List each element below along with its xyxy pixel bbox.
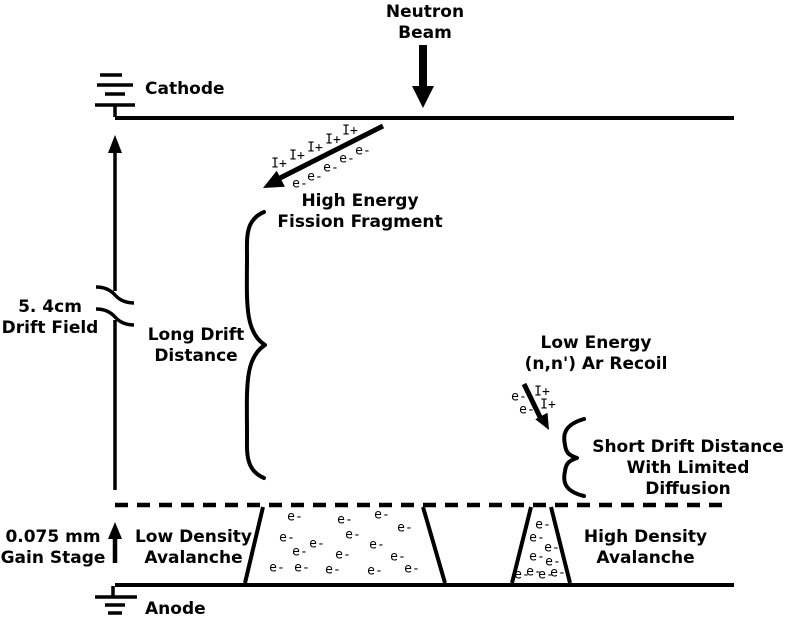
electron-label: e-: [345, 527, 361, 543]
electron-label: e-: [404, 561, 420, 577]
electron-label: e-: [529, 549, 545, 565]
electron-label: e-: [535, 517, 551, 533]
ion-label: I+: [271, 156, 287, 172]
drift-field-arrow: [95, 135, 135, 490]
electron-label: e-: [335, 547, 351, 563]
electron-label: e-: [307, 169, 323, 185]
electron-label: e-: [294, 560, 310, 576]
high-energy-fragment-label: High Energy Fission Fragment: [277, 191, 443, 232]
low-density-avalanche-cone: [243, 506, 447, 584]
electron-label: e-: [544, 540, 560, 556]
electron-label: e-: [292, 544, 308, 560]
electron-label: e-: [511, 389, 527, 405]
electron-label: e-: [269, 560, 285, 576]
ion-label: I+: [342, 123, 358, 139]
electron-label: e-: [526, 564, 542, 580]
electron-label: e-: [538, 567, 554, 583]
electron-label: e-: [369, 537, 385, 553]
drift-field-label: 5. 4cm Drift Field: [1, 297, 99, 338]
electron-label: e-: [292, 176, 308, 192]
axis-break-icon: [95, 285, 135, 305]
long-drift-brace: [244, 210, 267, 480]
electron-label: e-: [339, 151, 355, 167]
neutron-beam-arrow: [412, 45, 434, 108]
electron-label: e-: [529, 530, 545, 546]
neutron-beam-label: Neutron Beam: [385, 2, 465, 43]
electron-label: e-: [519, 402, 535, 418]
electron-label: e-: [287, 509, 303, 525]
high-density-avalanche-cone: [510, 506, 572, 584]
ion-label: I+: [307, 140, 323, 156]
electron-label: e-: [390, 549, 406, 565]
electron-label: e-: [514, 567, 530, 583]
ion-label: I+: [540, 397, 556, 413]
short-drift-label: Short Drift Distance With Limited Diffus…: [592, 437, 784, 499]
ion-label: I+: [534, 384, 550, 400]
low-density-avalanche-label: Low Density Avalanche: [134, 527, 253, 568]
electron-label: e-: [323, 160, 339, 176]
short-drift-brace: [562, 417, 586, 498]
electron-label: e-: [374, 507, 390, 523]
ion-label: I+: [325, 132, 341, 148]
electron-label: e-: [279, 530, 295, 546]
electron-label: e-: [367, 563, 383, 579]
ar-recoil-arrow: [521, 382, 549, 430]
low-energy-recoil-label: Low Energy (n,n') Ar Recoil: [524, 333, 668, 374]
high-density-avalanche-label: High Density Avalanche: [583, 527, 708, 568]
cathode-battery-icon: [95, 73, 135, 117]
electron-label: e-: [325, 562, 341, 578]
ion-label: I+: [289, 148, 305, 164]
anode-label: Anode: [145, 599, 206, 619]
long-drift-label: Long Drift Distance: [147, 325, 245, 366]
electron-label: e-: [397, 520, 413, 536]
fission-fragment-arrow: [263, 123, 385, 188]
gain-stage-label: 0.075 mm Gain Stage: [0, 527, 106, 568]
gain-stage-arrow: [108, 522, 122, 563]
axis-break-icon: [95, 307, 135, 327]
electron-label: e-: [355, 143, 371, 159]
cathode-label: Cathode: [145, 79, 225, 99]
electron-label: e-: [545, 554, 561, 570]
electron-label: e-: [337, 512, 353, 528]
electron-label: e-: [309, 536, 325, 552]
anode-ground-icon: [95, 586, 137, 615]
electron-label: e-: [550, 565, 566, 581]
